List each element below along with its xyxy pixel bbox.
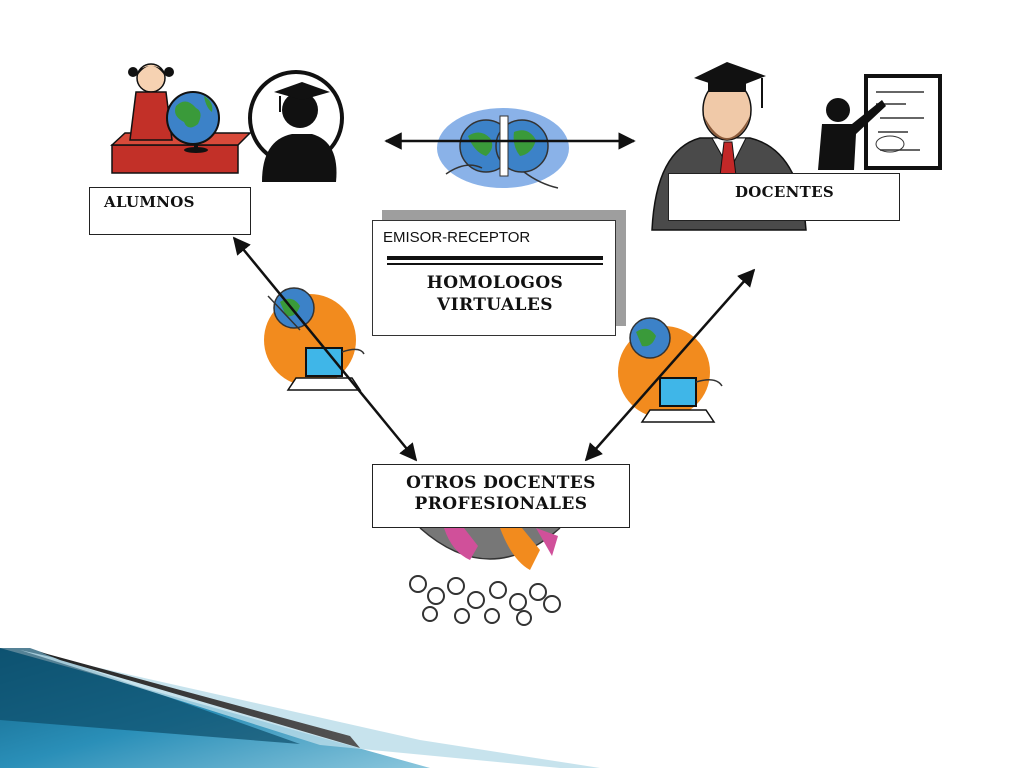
docentes-node: DOCENTES bbox=[668, 173, 900, 221]
docentes-label: DOCENTES bbox=[735, 183, 834, 201]
emisor-receptor-title: EMISOR-RECEPTOR bbox=[383, 229, 531, 246]
otros-docentes-line: OTROS DOCENTES bbox=[406, 473, 596, 493]
emisor-receptor-box: EMISOR-RECEPTOR HOMOLOGOS VIRTUALES bbox=[372, 220, 616, 336]
corner-decoration bbox=[0, 648, 600, 768]
presenter-with-board-icon bbox=[818, 74, 942, 170]
graduate-silhouette-icon bbox=[248, 70, 344, 182]
otros-docentes-node: OTROS DOCENTES PROFESIONALES bbox=[372, 464, 630, 528]
world-people-icon bbox=[409, 527, 561, 626]
homologos-line: HOMOLOGOS bbox=[426, 273, 564, 293]
divider-thin bbox=[387, 263, 603, 265]
homologos-virtuales-text: HOMOLOGOS VIRTUALES bbox=[373, 272, 617, 316]
computer-globe-icon-left bbox=[264, 287, 365, 391]
alumnos-node: ALUMNOS bbox=[89, 187, 251, 235]
globe-exchange-icon bbox=[437, 108, 569, 189]
arrow-alumnos-otros bbox=[232, 236, 418, 462]
profesionales-line: PROFESIONALES bbox=[414, 494, 588, 514]
virtuales-line: VIRTUALES bbox=[437, 295, 553, 315]
divider-thick bbox=[387, 256, 603, 260]
arrow-docentes-otros bbox=[584, 268, 756, 462]
student-with-globe-icon bbox=[110, 63, 252, 174]
alumnos-label: ALUMNOS bbox=[104, 193, 195, 211]
